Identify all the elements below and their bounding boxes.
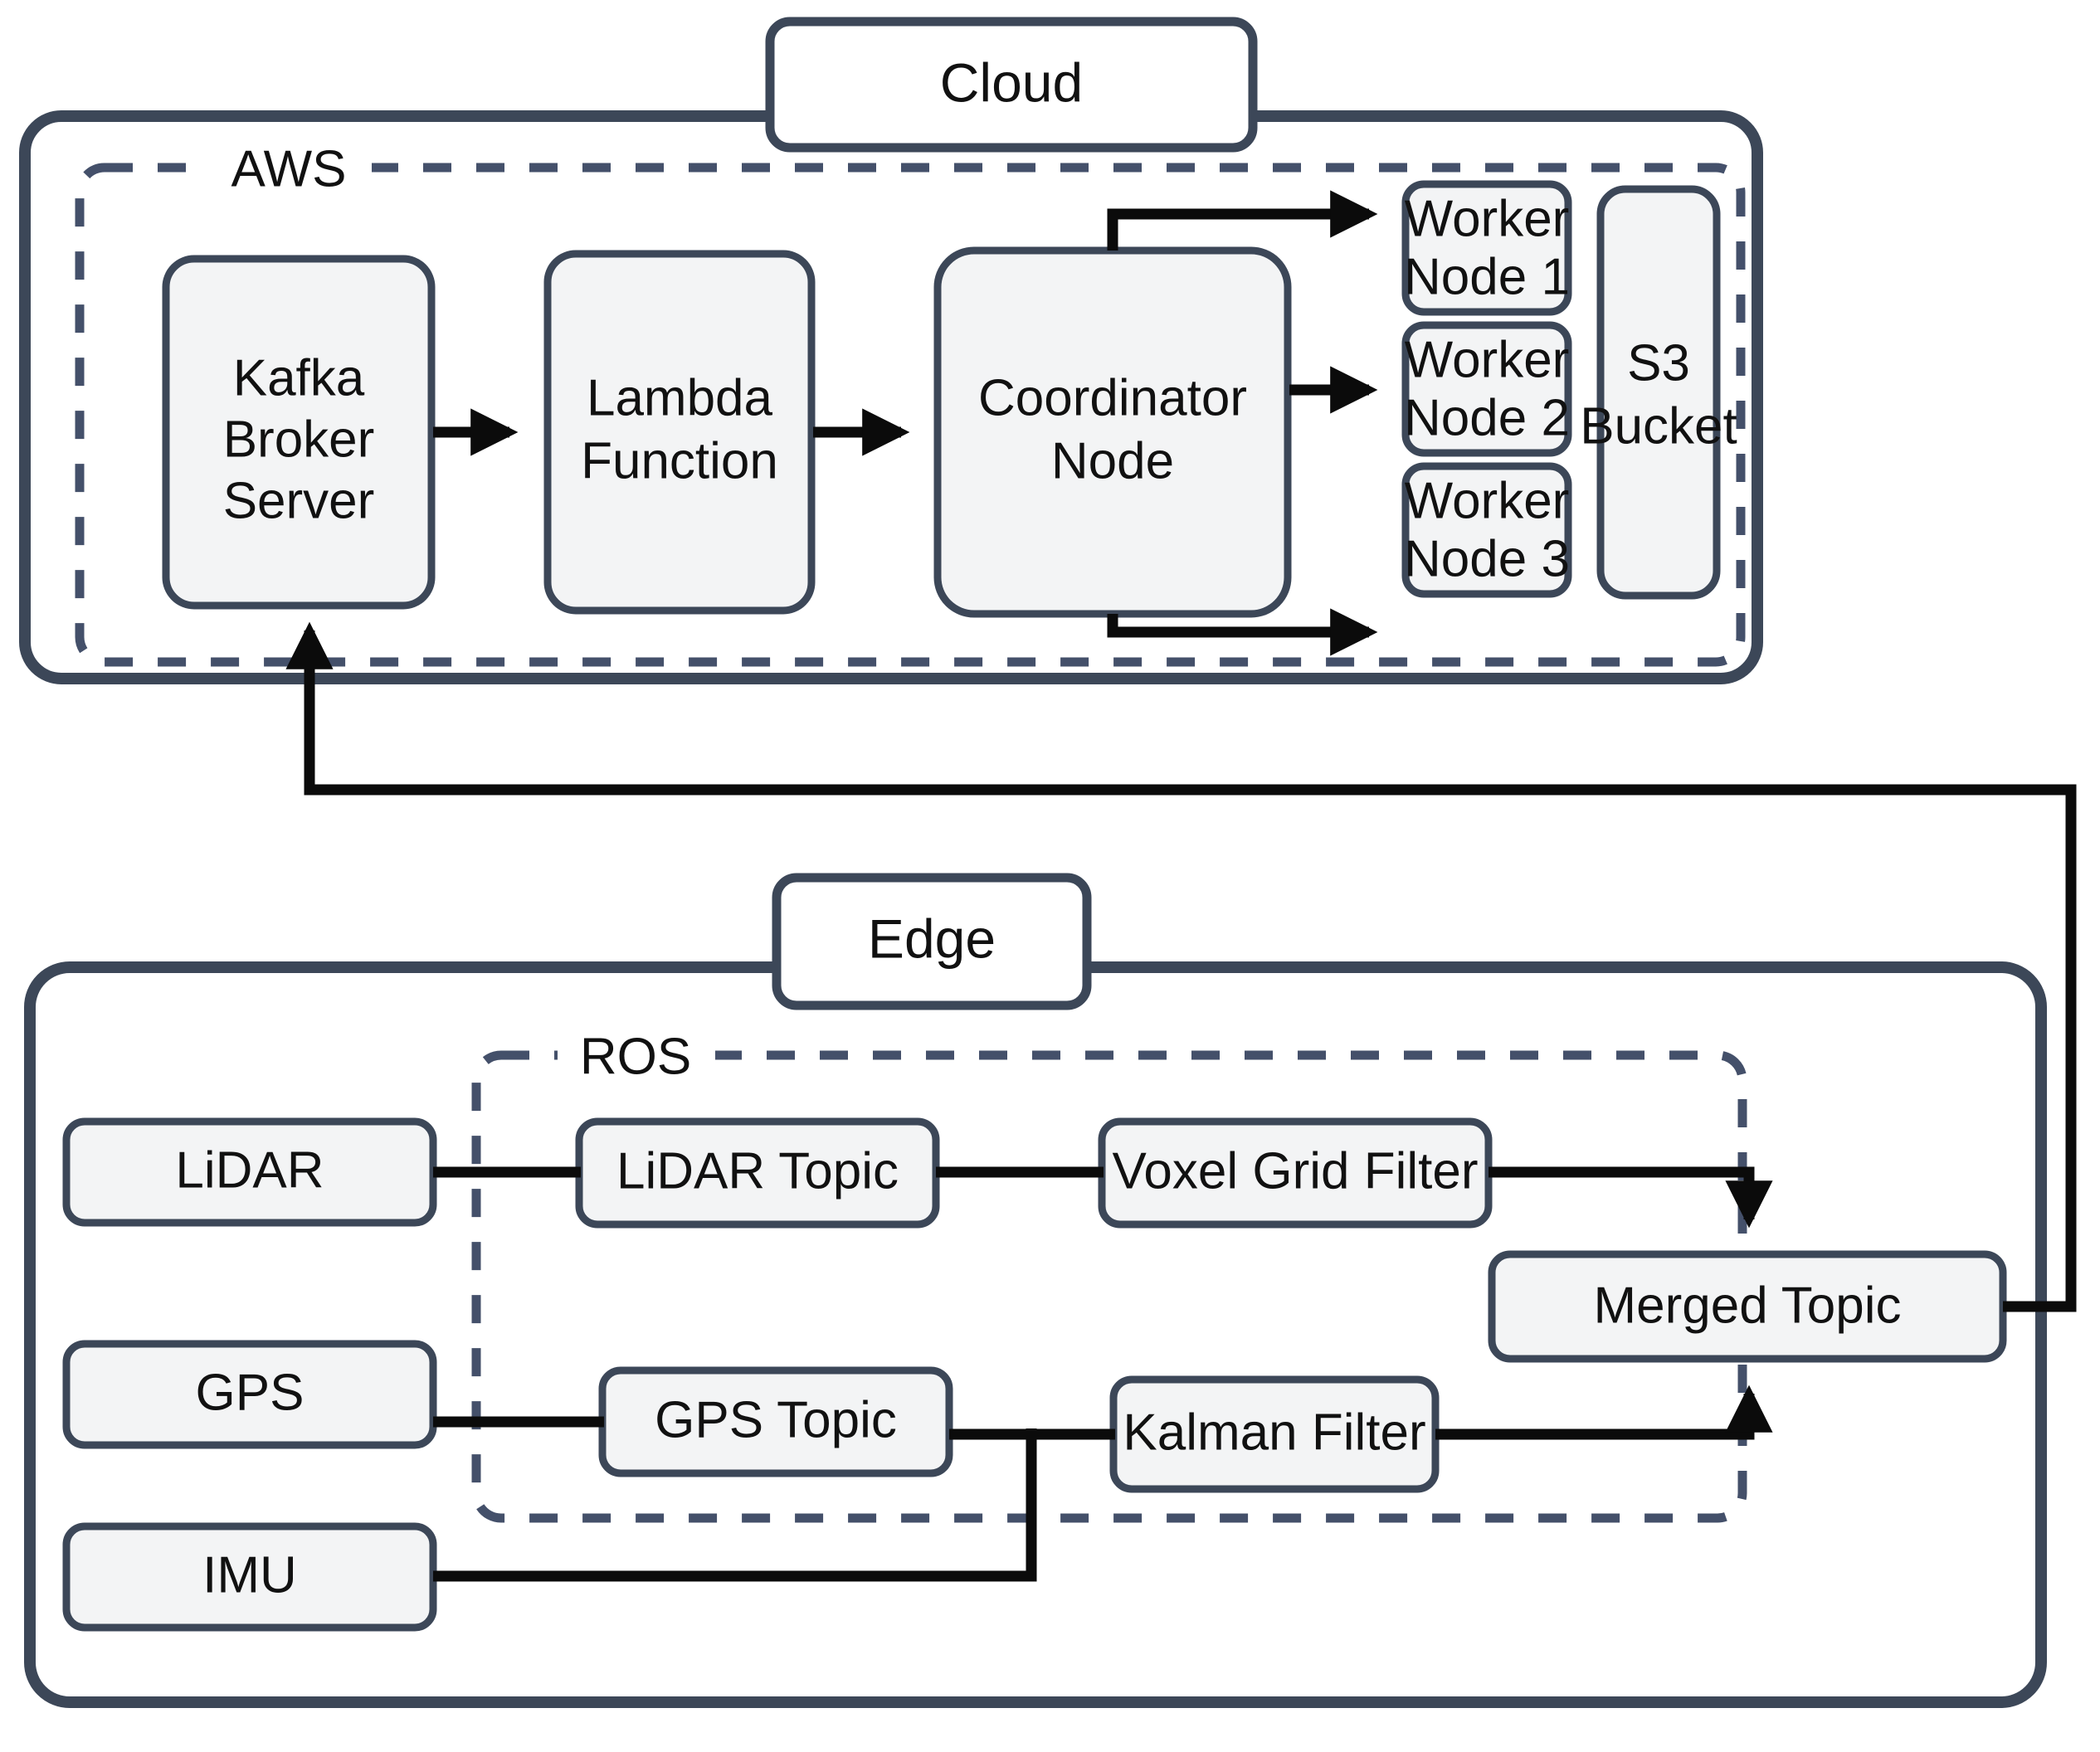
edge-zone-label-box: [772, 873, 1092, 1010]
connector-kalman-to-merged: [1435, 1385, 1773, 1440]
node-worker-node-3-line1: Worker: [1405, 472, 1570, 529]
node-imu[interactable]: IMU: [62, 1522, 437, 1632]
node-coordinator-node[interactable]: Coordinator Node: [933, 246, 1292, 618]
edge-connections: [285, 621, 2077, 1582]
node-lidar-topic[interactable]: LiDAR Topic: [575, 1117, 940, 1229]
node-worker-node-2-line2: Node 2: [1404, 389, 1570, 446]
aws-group: AWS: [75, 140, 1746, 667]
node-lidar-topic-label: LiDAR Topic: [616, 1142, 899, 1200]
node-gps-topic[interactable]: GPS Topic: [598, 1366, 953, 1477]
cloud-zone: Cloud: [19, 17, 1763, 684]
aws-group-label: AWS: [231, 140, 347, 197]
node-gps-topic-label: GPS Topic: [655, 1391, 897, 1448]
node-worker-node-1-line2: Node 1: [1404, 248, 1570, 305]
ros-group: ROS: [471, 1028, 1747, 1523]
node-s3-bucket-line1: S3: [1627, 334, 1690, 392]
node-imu-label: IMU: [202, 1546, 297, 1604]
node-worker-node-2-line1: Worker: [1405, 331, 1570, 388]
edge-zone: Edge: [24, 873, 2047, 1708]
node-kafka-broker-server-line3: Server: [223, 472, 375, 529]
node-lambda-function[interactable]: Lambda Function: [543, 250, 816, 615]
node-lambda-function-line1: Lambda: [587, 369, 773, 426]
connector-merged-to-kafka: [285, 621, 2077, 1312]
connector-coordinator-to-worker1: [1107, 190, 1378, 251]
node-voxel-grid-filter-label: Voxel Grid Filter: [1112, 1142, 1478, 1200]
node-kafka-broker-server-line1: Kafka: [233, 349, 365, 406]
node-worker-node-3-line2: Node 3: [1404, 530, 1570, 587]
node-worker-node-1[interactable]: Worker Node 1: [1401, 180, 1572, 316]
node-worker-node-2[interactable]: Worker Node 2: [1401, 321, 1572, 457]
ros-group-outline: [471, 1050, 1747, 1523]
node-gps[interactable]: GPS: [62, 1340, 437, 1449]
node-kafka-broker-server[interactable]: Kafka Broker Server: [162, 255, 436, 610]
connector-coordinator-to-worker3: [1107, 608, 1378, 656]
node-coordinator-node-line2: Node: [1051, 432, 1174, 489]
node-merged-topic-label: Merged Topic: [1593, 1277, 1901, 1334]
node-kalman-filter-label: Kalman Filter: [1123, 1404, 1425, 1461]
node-kafka-broker-server-line2: Broker: [223, 411, 375, 468]
node-lidar-label: LiDAR: [175, 1141, 324, 1199]
node-s3-bucket-line2: Bucket: [1580, 397, 1737, 455]
connector-voxel-to-merged: [1489, 1166, 1773, 1229]
node-worker-node-3[interactable]: Worker Node 3: [1401, 462, 1572, 598]
node-merged-topic[interactable]: Merged Topic: [1488, 1250, 2007, 1363]
edge-zone-label: Edge: [868, 908, 996, 969]
aws-group-outline: [75, 163, 1746, 667]
node-lidar[interactable]: LiDAR: [62, 1117, 437, 1227]
ros-group-label: ROS: [580, 1028, 691, 1085]
node-s3-bucket[interactable]: S3 Bucket: [1580, 185, 1737, 600]
cloud-zone-label: Cloud: [940, 51, 1083, 113]
node-kalman-filter[interactable]: Kalman Filter: [1109, 1375, 1440, 1493]
node-gps-label: GPS: [196, 1364, 305, 1421]
cloud-zone-label-box: [765, 17, 1258, 153]
connector-imu-to-gps-topic: [433, 1428, 1037, 1582]
node-worker-node-1-line1: Worker: [1405, 190, 1570, 247]
cloud-connections: [433, 190, 1378, 656]
node-lambda-function-line2: Function: [581, 432, 778, 489]
node-voxel-grid-filter[interactable]: Voxel Grid Filter: [1098, 1117, 1493, 1229]
node-coordinator-node-line1: Coordinator: [978, 369, 1247, 426]
